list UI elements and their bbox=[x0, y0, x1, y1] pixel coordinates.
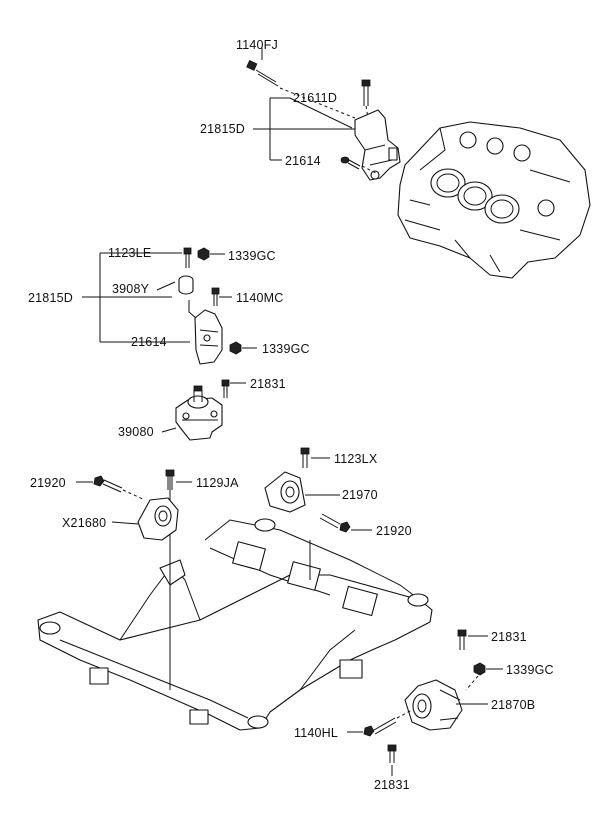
label-21614-mid: 21614 bbox=[131, 335, 167, 349]
label-1339gc-c: 1339GC bbox=[506, 663, 554, 677]
label-21870b: 21870B bbox=[491, 698, 536, 712]
label-1123lx: 1123LX bbox=[334, 452, 378, 466]
bolt-1123le bbox=[183, 247, 192, 268]
label-3908y: 3908Y bbox=[112, 282, 150, 296]
nut-1339gc-b bbox=[229, 341, 257, 355]
label-39080: 39080 bbox=[118, 425, 154, 439]
label-1140mc: 1140MC bbox=[236, 291, 284, 305]
label-21920-left: 21920 bbox=[30, 476, 66, 490]
label-21920-right: 21920 bbox=[376, 524, 412, 538]
nut-1339gc-a bbox=[197, 247, 225, 261]
label-1339gc-a: 1339GC bbox=[228, 249, 276, 263]
label-21614-top: 21614 bbox=[285, 154, 321, 168]
subframe bbox=[37, 470, 433, 731]
label-1123le: 1123LE bbox=[108, 246, 152, 260]
bolt-1140mc bbox=[211, 287, 232, 306]
nut-1339gc-c bbox=[465, 662, 503, 691]
mount-x21680 bbox=[111, 497, 179, 541]
mount-21870b bbox=[404, 679, 488, 731]
label-21831-c: 21831 bbox=[374, 778, 410, 792]
bolt-1123lx bbox=[300, 447, 330, 468]
label-1140fj: 1140FJ bbox=[236, 38, 278, 52]
callout-21815d-mid bbox=[82, 252, 190, 343]
label-21815d-mid: 21815D bbox=[28, 291, 73, 305]
upper-mount-bracket bbox=[354, 109, 401, 181]
bolt-1129ja bbox=[165, 469, 192, 490]
bracket-21614-mid bbox=[188, 300, 223, 365]
engine-mount-39080 bbox=[161, 385, 223, 441]
spacer-3908y bbox=[178, 275, 194, 295]
label-1129ja: 1129JA bbox=[196, 476, 239, 490]
label-x21680: X21680 bbox=[62, 516, 107, 530]
label-21611d: 21611D bbox=[293, 91, 338, 105]
bolt-21614-top bbox=[340, 156, 379, 175]
label-21831-b: 21831 bbox=[491, 630, 527, 644]
label-21831-a: 21831 bbox=[250, 377, 286, 391]
bolt-21831-b bbox=[457, 629, 488, 650]
bolt-1140hl bbox=[347, 709, 413, 737]
bolt-21831-c bbox=[387, 744, 397, 776]
bolt-21611d bbox=[361, 79, 371, 119]
label-21815d-top: 21815D bbox=[200, 122, 245, 136]
bolt-21831-a bbox=[221, 379, 246, 398]
bolt-21920-left bbox=[76, 475, 146, 501]
engine-block bbox=[397, 121, 591, 279]
label-1140hl: 1140HL bbox=[294, 726, 339, 740]
bolt-21920-right bbox=[319, 513, 372, 533]
callout-21815d-top bbox=[253, 48, 355, 161]
mount-21970 bbox=[264, 471, 340, 513]
label-21970: 21970 bbox=[342, 488, 378, 502]
bolt-1140fj bbox=[246, 60, 356, 119]
label-1339gc-b: 1339GC bbox=[262, 342, 310, 356]
